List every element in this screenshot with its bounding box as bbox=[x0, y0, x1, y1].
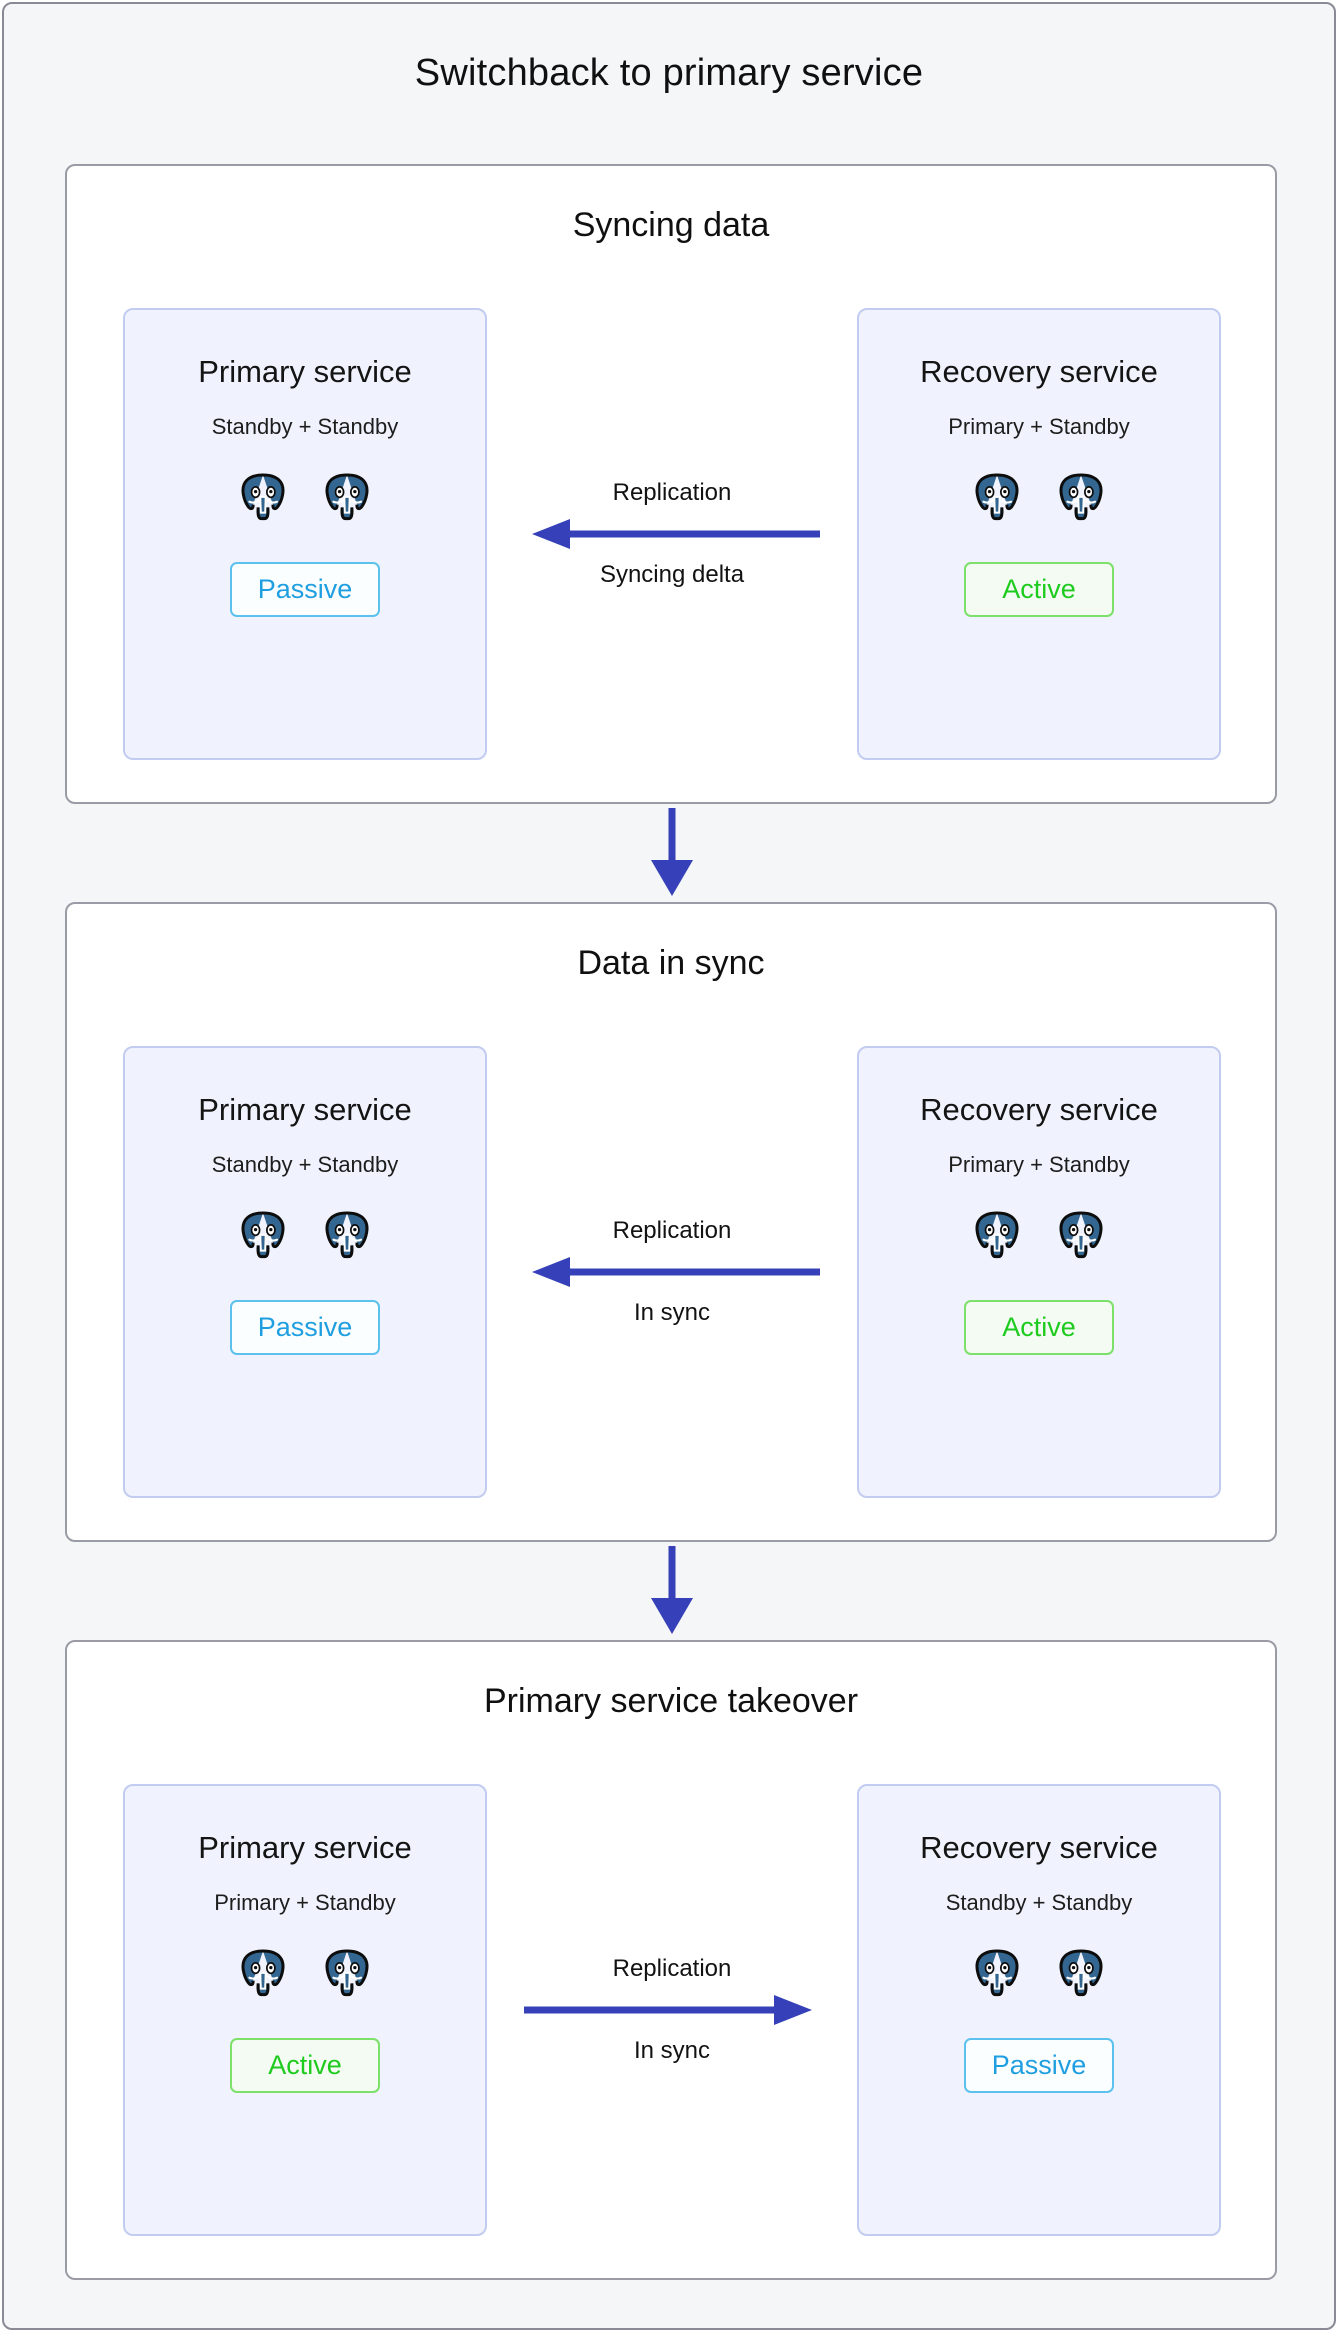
replication-label-bottom: In sync bbox=[633, 1299, 711, 1326]
stage-title: Data in sync bbox=[577, 944, 765, 982]
service-card-recovery[interactable]: Recovery service Standby + Standby bbox=[857, 1784, 1221, 2236]
postgres-icon bbox=[241, 473, 285, 521]
service-roles: Primary + Standby bbox=[214, 1890, 396, 1915]
service-roles: Primary + Standby bbox=[948, 414, 1130, 439]
postgres-icon bbox=[325, 1211, 369, 1259]
node-row bbox=[235, 468, 375, 524]
arrow-right-icon bbox=[524, 1995, 812, 2025]
postgres-icon bbox=[975, 473, 1019, 521]
stage-panel-data-in-sync: Data in sync Primary service Standby + S… bbox=[65, 902, 1277, 1542]
replication-label-bottom: In sync bbox=[633, 2037, 711, 2064]
diagram-title: Switchback to primary service bbox=[414, 52, 924, 94]
service-name: Primary service bbox=[198, 354, 412, 389]
service-roles: Standby + Standby bbox=[211, 1152, 399, 1177]
arrow-left-icon bbox=[532, 1257, 820, 1287]
replication-label-top: Replication bbox=[612, 1955, 732, 1982]
postgres-icon bbox=[975, 1211, 1019, 1259]
postgres-icon bbox=[325, 1949, 369, 1997]
service-roles: Standby + Standby bbox=[945, 1890, 1133, 1915]
service-card-recovery[interactable]: Recovery service Primary + Standby bbox=[857, 1046, 1221, 1498]
service-name: Primary service bbox=[198, 1830, 412, 1865]
node-row bbox=[969, 1944, 1109, 2000]
replication-connector: Replication Syncing delta bbox=[507, 308, 837, 760]
service-name: Recovery service bbox=[920, 1830, 1158, 1865]
service-name: Recovery service bbox=[920, 1092, 1158, 1127]
replication-label-top: Replication bbox=[612, 1217, 732, 1244]
node-row bbox=[969, 1206, 1109, 1262]
service-roles: Standby + Standby bbox=[211, 414, 399, 439]
service-name: Primary service bbox=[198, 1092, 412, 1127]
node-row bbox=[969, 468, 1109, 524]
replication-label-bottom: Syncing delta bbox=[599, 561, 745, 588]
postgres-icon bbox=[1059, 1949, 1103, 1997]
stage-title: Syncing data bbox=[572, 206, 770, 244]
service-roles: Primary + Standby bbox=[948, 1152, 1130, 1177]
status-badge: Passive bbox=[230, 1300, 380, 1355]
arrow-down-icon bbox=[651, 808, 693, 896]
postgres-icon bbox=[1059, 1211, 1103, 1259]
service-card-primary[interactable]: Primary service Standby + Standby bbox=[123, 308, 487, 760]
service-card-primary[interactable]: Primary service Primary + Standby bbox=[123, 1784, 487, 2236]
stage-panel-primary-takeover: Primary service takeover Primary service… bbox=[65, 1640, 1277, 2280]
stage-panel-syncing-data: Syncing data Primary service Standby + S… bbox=[65, 164, 1277, 804]
status-badge: Active bbox=[230, 2038, 380, 2093]
node-row bbox=[235, 1944, 375, 2000]
arrow-left-icon bbox=[532, 519, 820, 549]
node-row bbox=[235, 1206, 375, 1262]
service-card-primary[interactable]: Primary service Standby + Standby bbox=[123, 1046, 487, 1498]
status-badge: Active bbox=[964, 1300, 1114, 1355]
postgres-icon bbox=[241, 1211, 285, 1259]
postgres-icon bbox=[1059, 473, 1103, 521]
arrow-down-icon bbox=[651, 1546, 693, 1634]
stage-connector bbox=[627, 806, 717, 900]
status-badge: Active bbox=[964, 562, 1114, 617]
postgres-icon bbox=[325, 473, 369, 521]
stage-title: Primary service takeover bbox=[483, 1682, 859, 1720]
status-badge: Passive bbox=[964, 2038, 1114, 2093]
postgres-icon bbox=[241, 1949, 285, 1997]
stage-connector bbox=[627, 1544, 717, 1638]
service-card-recovery[interactable]: Recovery service Primary + Standby bbox=[857, 308, 1221, 760]
replication-connector: Replication In sync bbox=[507, 1046, 837, 1498]
status-badge: Passive bbox=[230, 562, 380, 617]
replication-label-top: Replication bbox=[612, 479, 732, 506]
postgres-icon bbox=[975, 1949, 1019, 1997]
replication-connector: Replication In sync bbox=[507, 1784, 837, 2236]
service-name: Recovery service bbox=[920, 354, 1158, 389]
